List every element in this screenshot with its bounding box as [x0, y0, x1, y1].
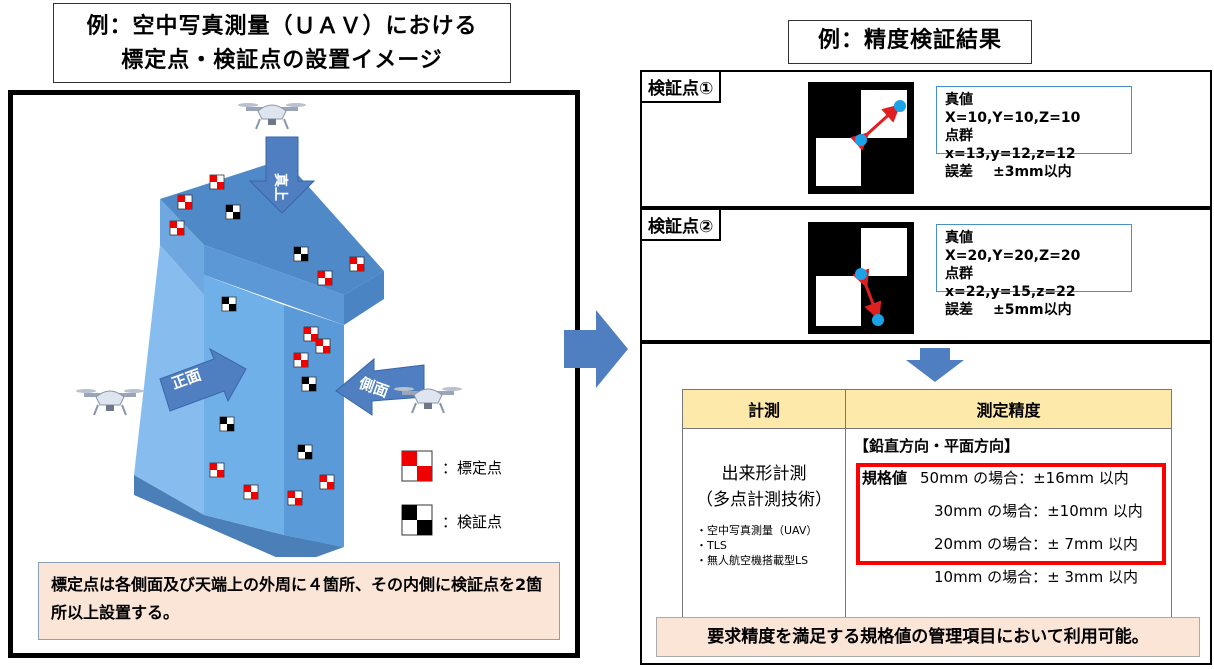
legend-check-label: ：検証点 [442, 513, 502, 531]
legend-control-label: ：標定点 [442, 459, 502, 477]
left-title: 例：空中写真測量（ＵＡＶ）における 標定点・検証点の設置イメージ [53, 3, 511, 83]
check-point-2-tag: 検証点② [642, 210, 722, 241]
method-uav-ls: ・無人航空機搭載型LS [696, 554, 809, 567]
arrow-top [248, 136, 316, 214]
legend-control-point [401, 450, 433, 482]
spec-row-50: 50mm の場合：±16mm 以内 [920, 469, 1129, 487]
requirement-note: 要求精度を満足する規格値の管理項目において利用可能。 [656, 617, 1200, 657]
accuracy-table: 計測 測定精度 出来形計測 （多点計測技術） ・空中写真測量（UAV） ・TLS… [682, 389, 1172, 639]
uav-placement-diagram: 真上 正面 側面 ：標定点 ：検証点 [75, 102, 502, 557]
method-tls: ・TLS [696, 539, 727, 552]
check-point-1-callout: 真値X=10,Y=10,Z=10 点群x=13,y=12,z=12 誤差±3mm… [936, 86, 1132, 180]
placement-note: 標定点は各側面及び天端上の外周に４箇所、その内側に検証点を2箇所以上設置する。 [38, 562, 560, 640]
check-point-1-target [808, 82, 914, 194]
right-title: 例：精度検証結果 [788, 20, 1032, 64]
direction-label: 【鉛直方向・平面方向】 [854, 437, 1020, 455]
arrow-top-label: 真上 [272, 173, 289, 201]
check-point-2-callout: 真値X=20,Y=20,Z=20 点群x=22,y=15,z=22 誤差±5mm… [936, 224, 1132, 318]
check-point-1-tag: 検証点① [642, 72, 722, 103]
header-accuracy: 測定精度 [845, 389, 1172, 429]
measure-cell: 出来形計測 （多点計測技術） ・空中写真測量（UAV） ・TLS ・無人航空機搭… [682, 428, 846, 639]
left-title-line1: 例：空中写真測量（ＵＡＶ）における [86, 14, 478, 39]
uav-placement-frame [8, 90, 580, 658]
accuracy-cell: 【鉛直方向・平面方向】 規格値 50mm の場合：±16mm 以内 30mm の場… [845, 428, 1172, 639]
spec-row-10: 10mm の場合：± 3mm 以内 [934, 568, 1138, 586]
method-uav: ・空中写真測量（UAV） [696, 524, 818, 537]
arrow-front [159, 347, 247, 412]
highlight-box [856, 463, 1166, 565]
down-arrow [906, 348, 964, 382]
spec-row-30: 30mm の場合：±10mm 以内 [934, 502, 1143, 520]
legend-check-point [401, 504, 433, 536]
spec-row-20: 20mm の場合：± 7mm 以内 [934, 535, 1138, 553]
check-point-2-target [808, 222, 914, 334]
left-title-line2: 標定点・検証点の設置イメージ [121, 48, 443, 73]
header-measure: 計測 [682, 389, 846, 429]
spec-label: 規格値 [862, 469, 908, 487]
pier-cap-top [160, 159, 384, 295]
flow-arrow-right [564, 310, 628, 388]
